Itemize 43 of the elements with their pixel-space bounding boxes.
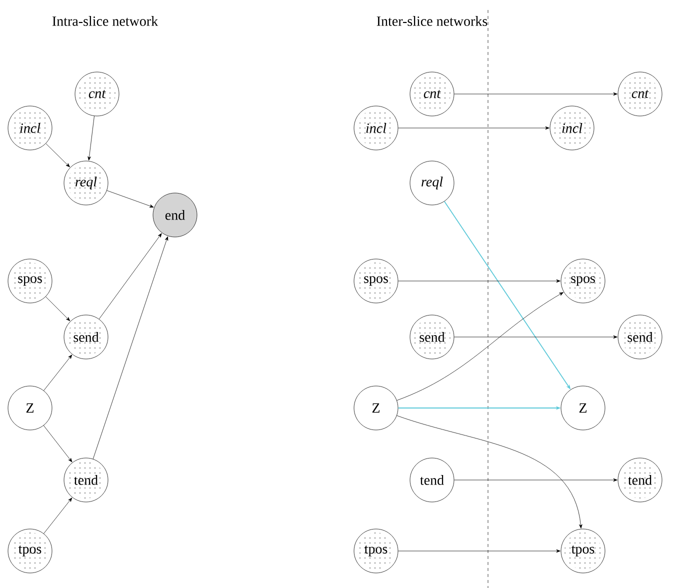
circle-node: reql (410, 160, 454, 206)
circle-node: spos (560, 258, 606, 304)
arrow (454, 92, 618, 96)
arrow (88, 116, 94, 161)
circle-node: cnt (74, 72, 120, 116)
circle-node: cnt (410, 72, 454, 116)
circle-node: tend (618, 458, 662, 502)
circle-node: cnt (618, 72, 662, 116)
arrow (454, 335, 618, 339)
circle-node: tend (64, 458, 108, 502)
arrow (398, 549, 560, 553)
circle-node: send (410, 314, 454, 360)
arrow (43, 425, 72, 462)
circle-node: incl (550, 106, 594, 150)
circle-node: tend (410, 458, 454, 502)
arrow (98, 233, 162, 320)
circle-node: Z (8, 386, 52, 430)
arrow (454, 478, 618, 482)
circle-node: send (64, 314, 108, 360)
circle-node: reql (64, 160, 108, 206)
circle-node: tpos (560, 528, 606, 574)
arrow (106, 190, 154, 208)
circle-node: Z (354, 386, 398, 430)
arrow (396, 415, 582, 528)
arrow (398, 279, 560, 283)
panel-title: Intra-slice network (52, 16, 158, 26)
arrow (46, 296, 70, 322)
circle-node: Z (560, 386, 606, 430)
circle-node: incl (8, 106, 52, 150)
panel-title: Inter-slice networks (376, 16, 488, 26)
circle-node: end (152, 192, 198, 238)
circle-node: incl (354, 106, 398, 150)
arrow (44, 498, 72, 534)
arrow (398, 126, 550, 130)
arrow (46, 143, 70, 168)
circle-node: spos (8, 258, 52, 304)
circle-node: tpos (354, 528, 398, 574)
circle-node: spos (354, 258, 398, 304)
arrow (396, 292, 564, 401)
arrow (44, 354, 72, 391)
circle-node: send (618, 314, 662, 360)
arrow (92, 236, 168, 460)
circle-node: tpos (8, 528, 52, 574)
